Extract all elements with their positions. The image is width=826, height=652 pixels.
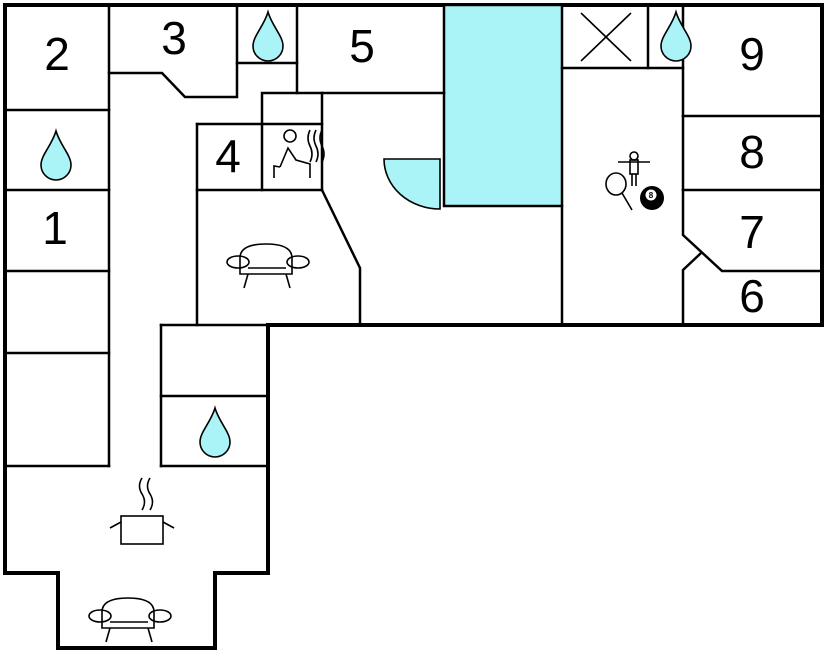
room-label-1: 1 <box>42 202 68 254</box>
room-label-4: 4 <box>215 130 241 182</box>
billiard-ball-label: 8 <box>649 191 654 200</box>
foosball-player-icon <box>618 151 650 186</box>
cooking-pot-icon <box>109 477 175 545</box>
table-tennis-icon <box>605 172 633 211</box>
room-label-3: 3 <box>161 12 187 64</box>
cross-icon <box>580 12 632 62</box>
water-drop-icon <box>252 9 284 62</box>
pool-icon <box>442 3 564 208</box>
water-drop-icon <box>660 9 692 62</box>
sofa-icon <box>226 243 310 289</box>
billiard-ball-icon: 8 <box>640 186 664 210</box>
sauna-icon <box>273 129 325 178</box>
door-swing-icon <box>383 158 441 210</box>
interior-walls <box>3 3 824 468</box>
room-label-6: 6 <box>739 270 765 322</box>
water-drop-icon <box>40 128 72 181</box>
room-label-7: 7 <box>739 206 765 258</box>
room-label-8: 8 <box>739 126 765 178</box>
room-label-5: 5 <box>349 20 375 72</box>
sofa-icon <box>88 597 172 643</box>
room-label-2: 2 <box>44 28 70 80</box>
outer-wall <box>3 3 824 650</box>
water-drop-icon <box>199 405 231 458</box>
room-label-9: 9 <box>739 28 765 80</box>
